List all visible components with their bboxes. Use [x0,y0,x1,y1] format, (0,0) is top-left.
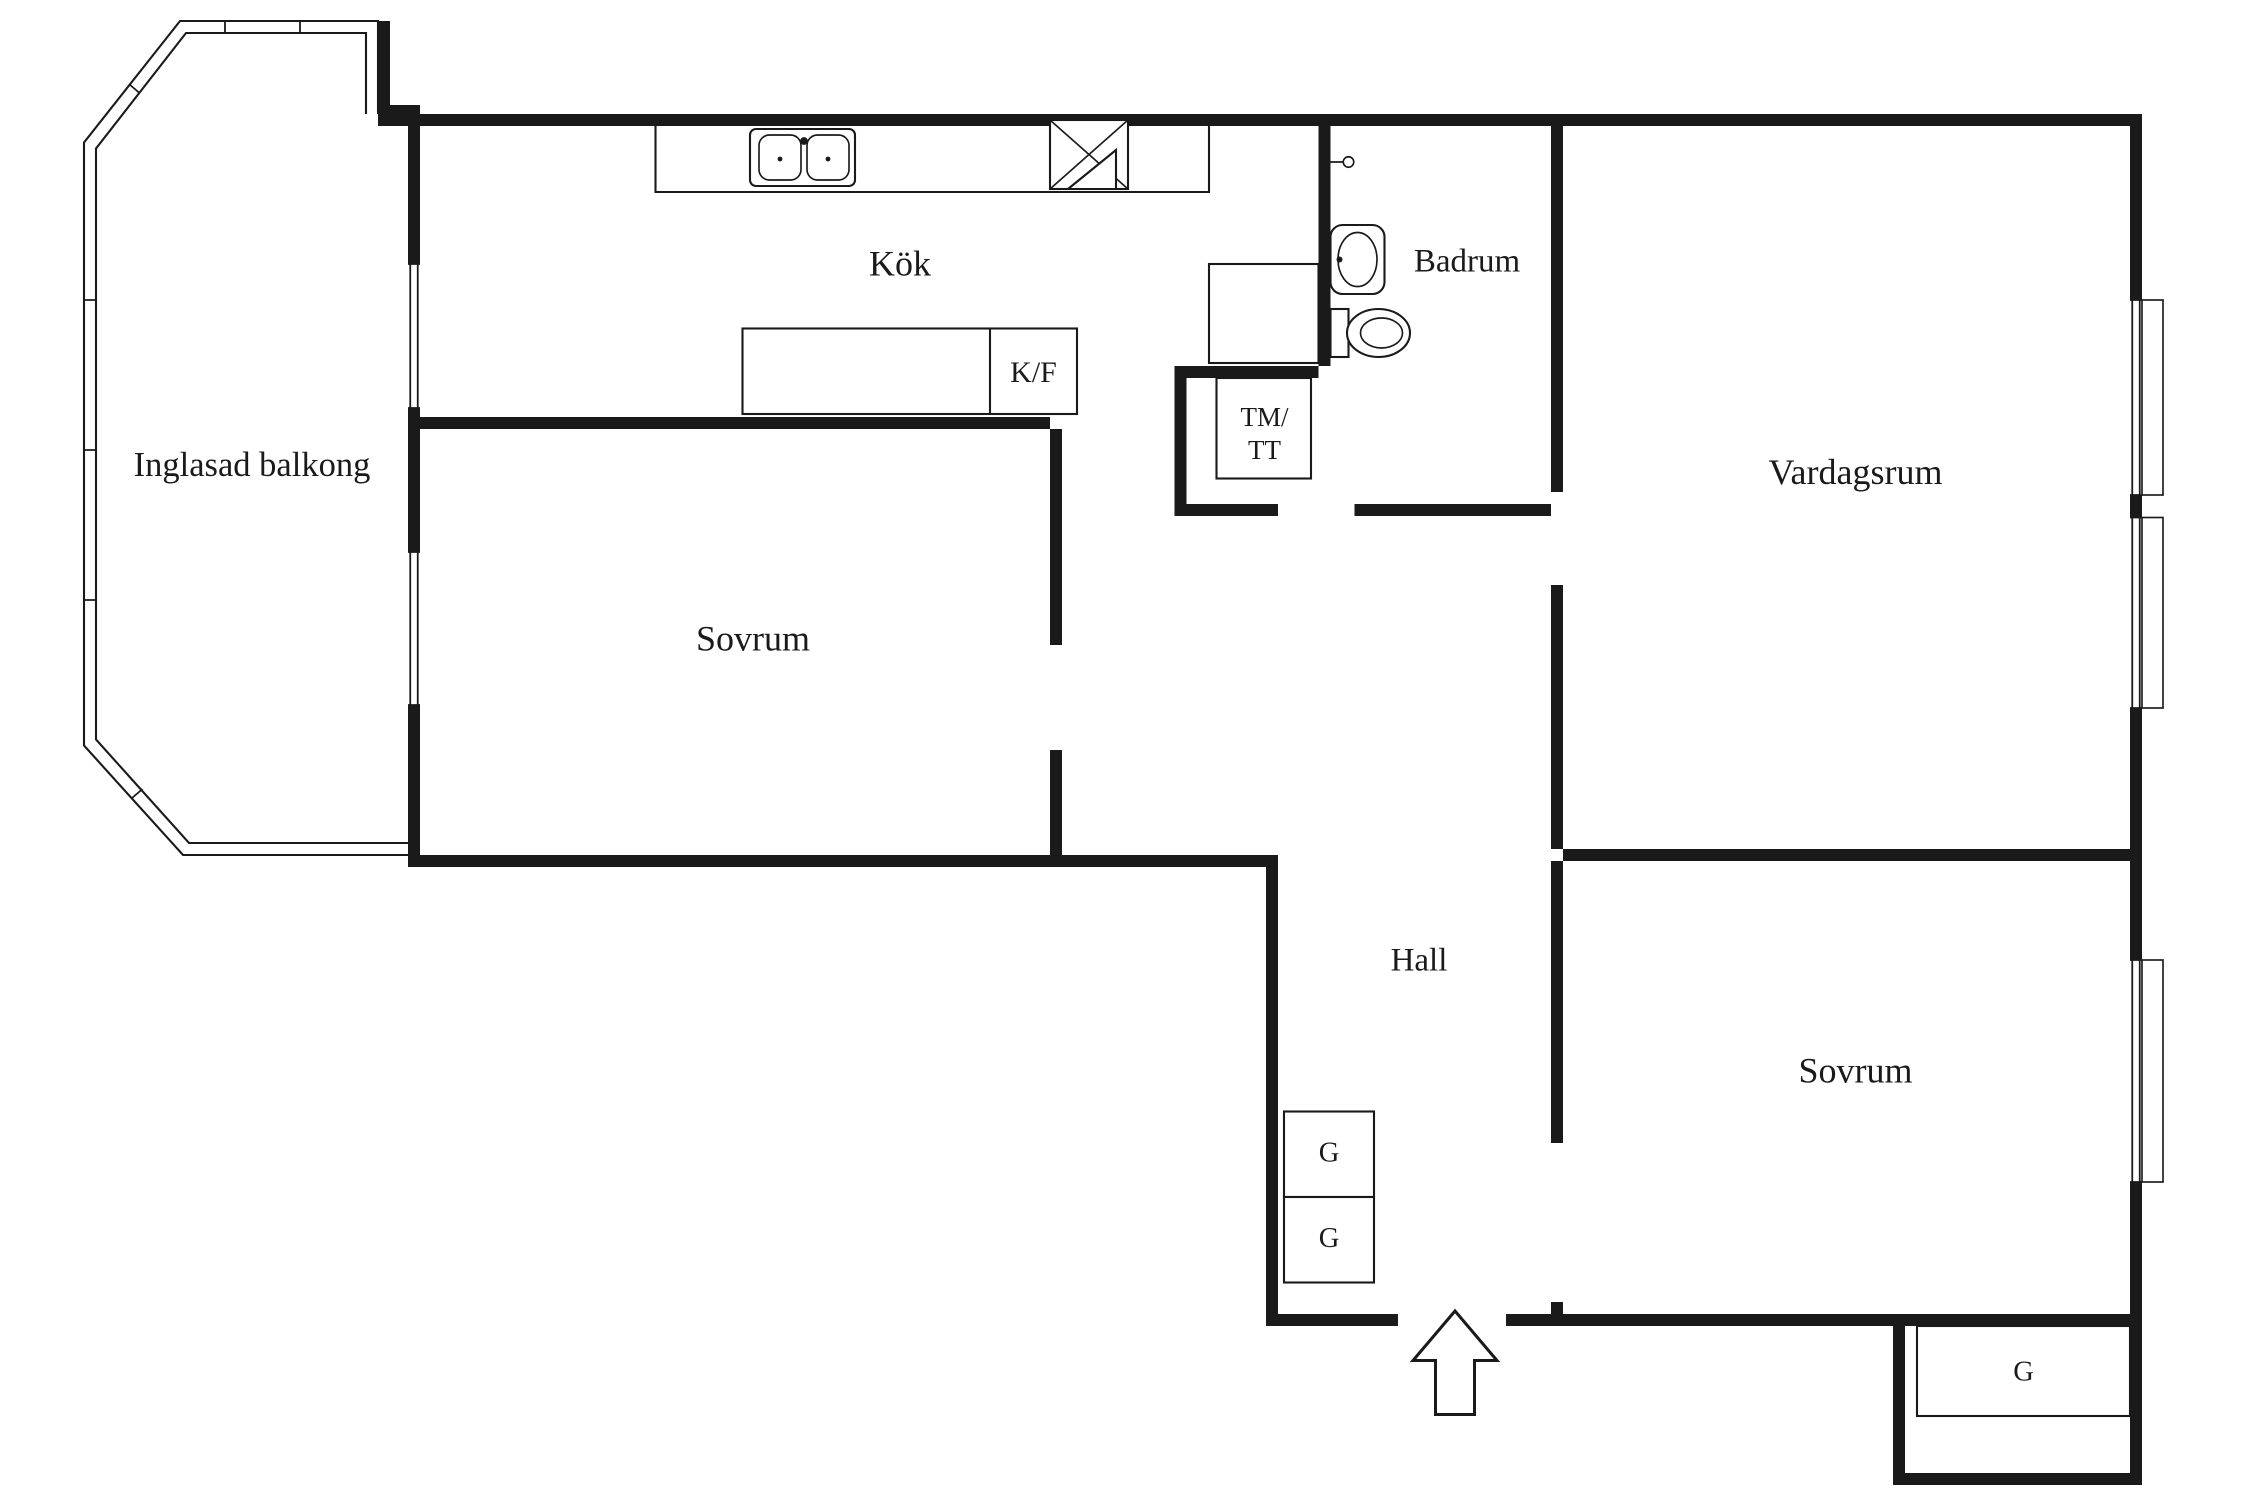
kitchen-counter [654,126,1211,194]
right-facade-windows [2128,299,2164,1183]
window-icon [2128,299,2164,496]
room-labels: Inglasad balkong Kök K/F Badrum TM/ TT V… [134,243,2034,1387]
label-washer-line2: TT [1248,435,1281,465]
room-label-bedroom-2: Sovrum [1798,1050,1912,1090]
wardrobe-box [1915,1324,2132,1418]
utility-nook [1207,262,1320,365]
washer-dryer-box [1215,376,1313,480]
room-label-bedroom-1: Sovrum [696,618,810,658]
label-wardrobe-1: G [1319,1138,1340,1169]
window-icon [2128,516,2164,709]
room-label-hall: Hall [1391,943,1448,979]
label-washer-line1: TM/ [1240,402,1289,432]
window-icon [408,263,420,409]
glazed-balcony-outline [82,19,420,857]
balcony-divider-windows [408,263,420,706]
label-fridge-freezer: K/F [1010,356,1057,389]
room-label-bathroom: Badrum [1414,244,1521,280]
wardrobe-box [1282,1195,1376,1284]
entrance-arrow-icon [1409,1308,1501,1416]
stove-hood-icon [1048,118,1130,191]
label-wardrobe-3: G [2013,1357,2034,1388]
washbasin-icon [1329,223,1386,296]
room-label-balcony: Inglasad balkong [134,446,371,484]
room-label-kitchen: Kök [869,243,931,283]
toilet-icon [1329,307,1412,359]
window-icon [2128,959,2164,1183]
bathroom-valve-icon [1323,155,1355,169]
kitchen-island [741,327,1079,416]
label-wardrobe-2: G [1319,1223,1340,1254]
walls [378,21,2142,1485]
double-sink-icon [748,127,857,188]
room-label-living-room: Vardagsrum [1769,452,1943,492]
window-icon [408,551,420,706]
